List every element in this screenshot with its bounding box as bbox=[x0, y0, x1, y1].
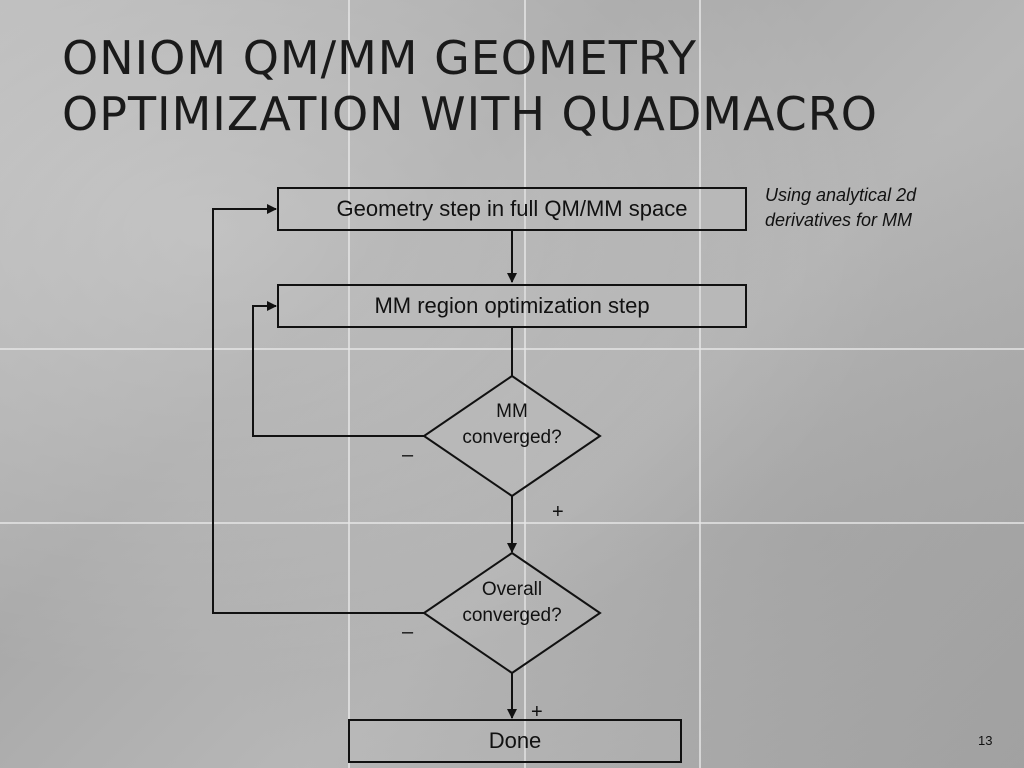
minus-label-mm: – bbox=[402, 444, 414, 466]
note-line-2: derivatives for MM bbox=[765, 210, 913, 230]
minus-label-overall: – bbox=[402, 621, 414, 643]
decision-mm-line2: converged? bbox=[462, 427, 562, 448]
loop-mm-not-converged bbox=[252, 301, 424, 437]
loop-overall-not-converged bbox=[212, 204, 424, 614]
mm-step-label: MM region optimization step bbox=[374, 293, 650, 318]
page-number: 13 bbox=[978, 733, 993, 748]
note-line-1: Using analytical 2d bbox=[765, 185, 917, 205]
plus-label-overall: + bbox=[531, 701, 543, 723]
decision-overall-diamond bbox=[422, 551, 602, 675]
decision-overall-label: Overall converged? bbox=[432, 577, 592, 629]
geometry-step-label: Geometry step in full QM/MM space bbox=[336, 196, 688, 221]
done-box: Done bbox=[348, 719, 682, 763]
decision-overall-line2: converged? bbox=[462, 605, 562, 626]
decision-mm-label: MM converged? bbox=[432, 399, 592, 451]
title-line-2: optimization with Quadmacro bbox=[62, 87, 878, 141]
decision-overall-line1: Overall bbox=[481, 579, 543, 600]
geometry-step-box: Geometry step in full QM/MM space bbox=[277, 187, 747, 231]
mm-step-box: MM region optimization step bbox=[277, 284, 747, 328]
decision-mm-diamond bbox=[422, 374, 602, 498]
title-line-1: ONIOM QM/MM Geometry bbox=[62, 31, 697, 85]
plus-label-mm: + bbox=[552, 501, 564, 523]
slide-title: ONIOM QM/MM Geometry optimization with Q… bbox=[62, 30, 878, 142]
decision-mm-line1: MM bbox=[496, 401, 528, 422]
analytical-derivatives-note: Using analytical 2d derivatives for MM bbox=[765, 183, 916, 233]
done-label: Done bbox=[488, 728, 542, 753]
